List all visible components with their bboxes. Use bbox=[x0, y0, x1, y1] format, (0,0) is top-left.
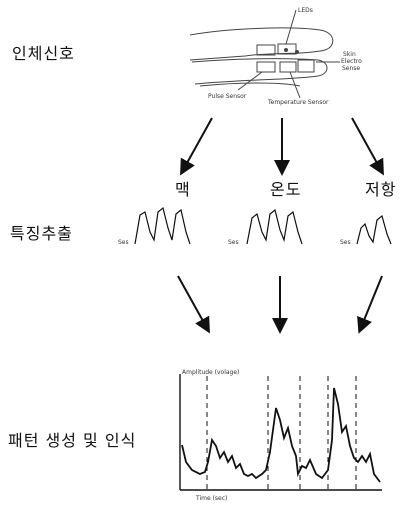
waveform-pulse bbox=[134, 206, 191, 245]
channel-label-resistance: 저항 bbox=[365, 180, 397, 199]
pattern-chart-trace bbox=[181, 387, 381, 483]
arrow-to-pulse bbox=[180, 117, 213, 176]
waveform-resistance bbox=[356, 214, 392, 245]
pattern-chart bbox=[179, 374, 382, 491]
stage-label-pattern: 패턴 생성 및 인식 bbox=[8, 431, 137, 450]
callout-leds: LEDs bbox=[298, 7, 313, 14]
pattern-chart-ylabel: Amplitude (volage) bbox=[182, 369, 239, 376]
arrow-pulse-to-pattern bbox=[177, 275, 210, 334]
stage-label-signal: 인체신호 bbox=[12, 44, 75, 63]
pattern-chart-xlabel: Time (sec) bbox=[195, 495, 227, 502]
waveform-temperature bbox=[246, 208, 303, 245]
callout-pulse-sensor: Pulse Sensor bbox=[208, 93, 247, 100]
callout-temperature-sensor: Temperature Sensor bbox=[267, 99, 329, 106]
waveform-tag-temperature: Ses bbox=[228, 239, 239, 246]
arrow-to-resistance bbox=[351, 117, 384, 176]
finger-illustration bbox=[189, 9, 340, 99]
channel-label-pulse: 맥 bbox=[175, 180, 191, 199]
waveform-tag-pulse: Ses bbox=[118, 239, 129, 246]
waveform-tag-resistance: Ses bbox=[340, 239, 351, 246]
arrow-resistance-to-pattern bbox=[357, 275, 383, 334]
channel-label-temperature: 온도 bbox=[270, 180, 302, 199]
stage-label-feature: 특징추출 bbox=[10, 224, 73, 243]
